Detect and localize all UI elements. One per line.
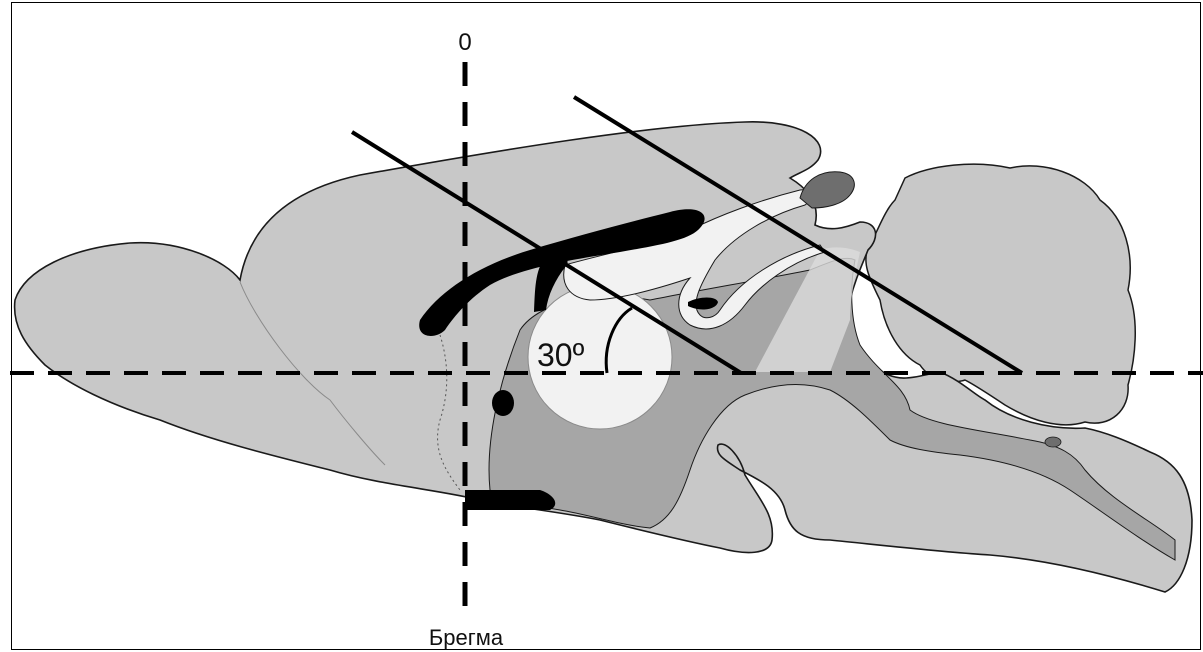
colliculus: [800, 172, 854, 208]
angle-label: 30º: [537, 337, 585, 373]
optic-chiasm: [465, 490, 555, 510]
anterior-commissure: [492, 390, 514, 416]
pons-nucleus: [1045, 437, 1061, 447]
zero-label: 0: [458, 29, 471, 56]
bregma-label: Брегма: [429, 625, 504, 650]
